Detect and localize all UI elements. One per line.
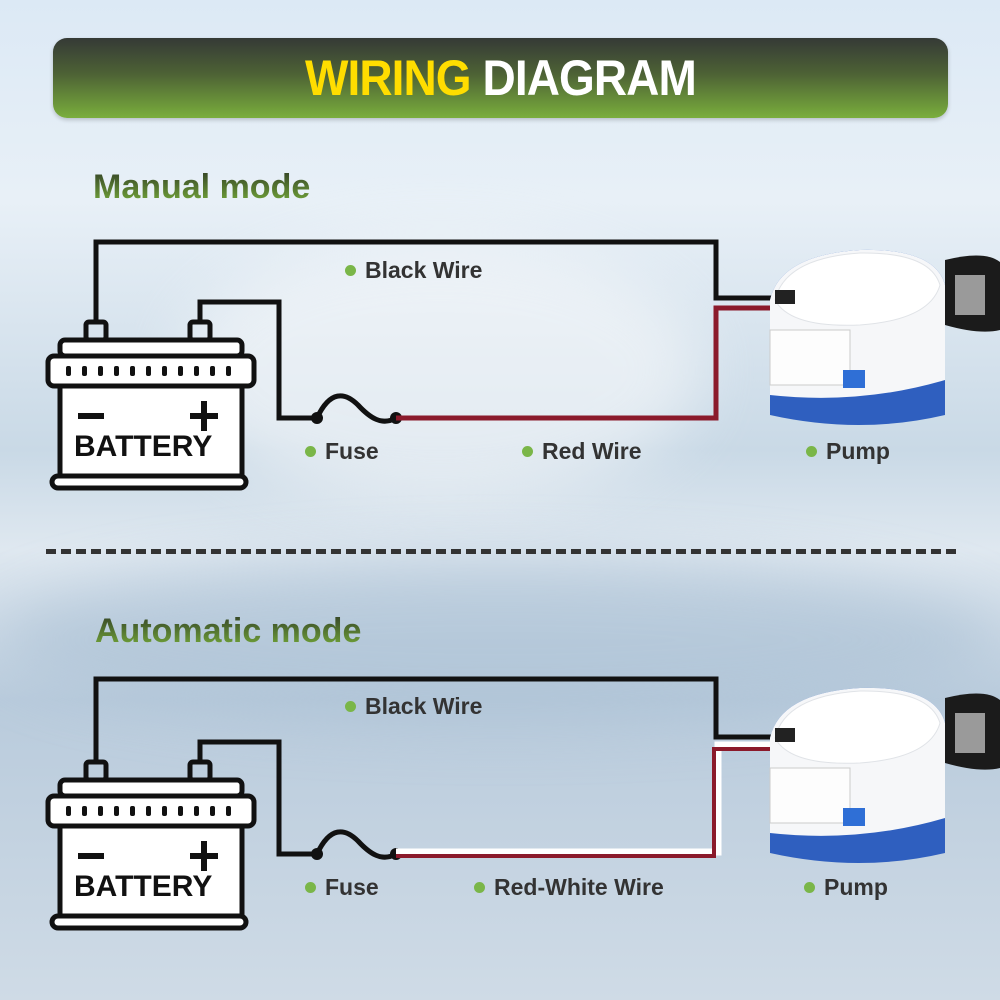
manual-fuse-label: Fuse: [305, 438, 379, 465]
manual-black-wire: [93, 239, 790, 322]
manual-red-wire-label: Red Wire: [522, 438, 641, 465]
auto-battery-icon: [45, 759, 257, 931]
automatic-mode-heading: Automatic mode: [95, 612, 362, 650]
bullet-icon: [804, 882, 815, 893]
page-title: WIRING DIAGRAM: [305, 49, 697, 107]
auto-red-white-wire-red: [396, 747, 790, 858]
auto-red-white-wire-white: [396, 741, 790, 856]
auto-fuse-icon: [314, 829, 398, 860]
title-wiring: WIRING: [305, 50, 472, 106]
auto-pump-label: Pump: [804, 874, 888, 901]
manual-battery-label: BATTERY: [74, 430, 213, 463]
bullet-icon: [345, 701, 356, 712]
bullet-icon: [345, 265, 356, 276]
auto-fuse-terminal-left: [311, 848, 323, 860]
manual-battery-icon: [45, 319, 257, 491]
section-divider: [46, 549, 956, 554]
auto-black-wire-label: Black Wire: [345, 693, 482, 720]
bullet-icon: [305, 446, 316, 457]
auto-fuse-label: Fuse: [305, 874, 379, 901]
auto-black-wire: [93, 676, 790, 762]
auto-battery-label: BATTERY: [74, 870, 213, 903]
bullet-icon: [305, 882, 316, 893]
bullet-icon: [522, 446, 533, 457]
manual-fuse-terminal-left: [311, 412, 323, 424]
title-banner: WIRING DIAGRAM: [53, 38, 948, 118]
bullet-icon: [474, 882, 485, 893]
auto-pump-image: [769, 687, 1000, 863]
title-diagram: DIAGRAM: [482, 50, 697, 106]
auto-positive-wire: [197, 739, 317, 857]
manual-positive-wire: [197, 299, 317, 421]
manual-pump-label: Pump: [806, 438, 890, 465]
manual-black-wire-label: Black Wire: [345, 257, 482, 284]
bullet-icon: [806, 446, 817, 457]
manual-pump-image: [769, 249, 1000, 425]
background-boat-blur: [180, 240, 700, 500]
auto-red-white-wire-label: Red-White Wire: [474, 874, 664, 901]
manual-fuse-icon: [314, 393, 398, 424]
manual-red-wire: [396, 305, 790, 421]
manual-mode-heading: Manual mode: [93, 168, 311, 206]
